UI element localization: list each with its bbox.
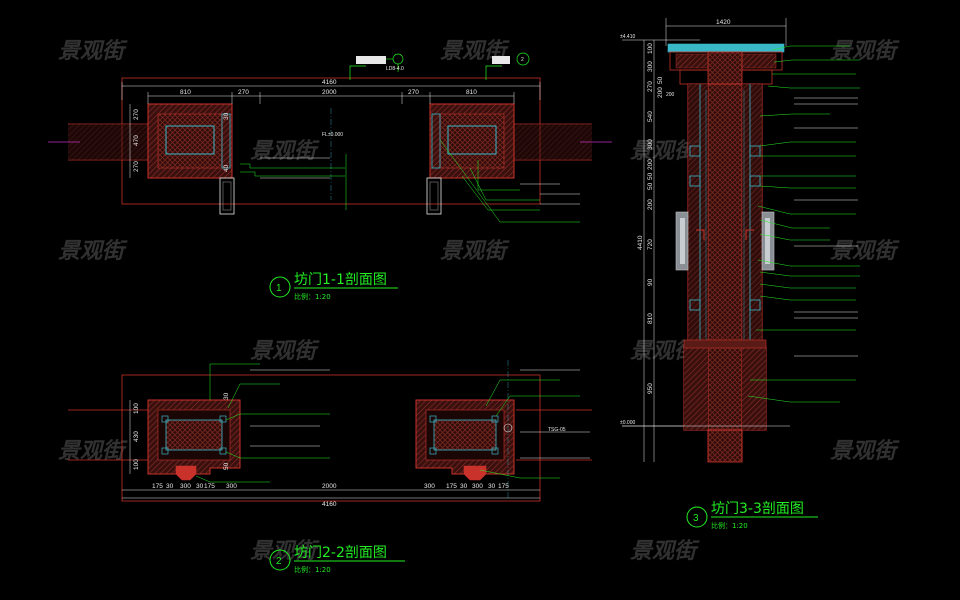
dim-top-5: 810 <box>466 89 477 96</box>
section-2-title-text: 坊门2-2剖面图 <box>294 545 387 561</box>
watermark-text: 景观街 <box>630 539 700 564</box>
dim-bottom-7: 2000 <box>322 483 337 490</box>
dim-top-3: 2000 <box>322 89 337 96</box>
dim-bottom-12: 30 <box>488 483 496 490</box>
dim-bottom-8: 300 <box>424 483 435 490</box>
dim-bottom-11: 300 <box>472 483 483 490</box>
watermark-text: 景观街 <box>250 139 320 164</box>
dim-v-1: 100 <box>647 43 654 54</box>
watermarks: 景观街 景观街 景观街 景观街 景观街 景观街 景观街 景观街 景观街 景观街 … <box>58 39 900 564</box>
dim-bottom-1: 175 <box>152 483 163 490</box>
ref-number: 2 <box>521 57 524 63</box>
section-1-drawing <box>48 52 612 223</box>
dim-bottom-3: 300 <box>180 483 191 490</box>
dim-small-1: 30 <box>223 112 230 120</box>
dim-v-15: 950 <box>647 383 654 394</box>
dim-bottom-2: 30 <box>166 483 174 490</box>
dim-v-5: 200 <box>657 87 664 98</box>
section-1-number: 1 <box>276 283 282 294</box>
dim-bottom-9: 175 <box>446 483 457 490</box>
section-2-drawing <box>68 360 592 502</box>
top-level: ±4.410 <box>620 34 635 40</box>
section-3-number: 3 <box>693 513 699 524</box>
dim-bottom-6: 300 <box>226 483 237 490</box>
watermark-text: 景观街 <box>58 239 128 264</box>
watermark-text: 景观街 <box>58 39 128 64</box>
bottom-level: ±0.000 <box>620 420 635 426</box>
dim-v-9: 50 <box>647 172 654 180</box>
dim-top-1: 810 <box>180 89 191 96</box>
dim-top-4: 270 <box>408 89 419 96</box>
dim-left2-1: 100 <box>133 403 140 414</box>
dim-overall-2: 4160 <box>322 501 337 508</box>
section-2-scale: 比例：1:20 <box>294 565 331 574</box>
dim-left2-3: 100 <box>133 459 140 470</box>
dim-overall: 4160 <box>322 79 337 86</box>
dim-small-2: 40 <box>223 164 230 172</box>
dim-v-2: 300 <box>647 61 654 72</box>
section-3-title: 3 坊门3-3剖面图 比例：1:20 <box>686 501 818 530</box>
section-2-title: 2 坊门2-2剖面图 比例：1:20 <box>269 545 405 574</box>
dim-small2-1: 30 <box>223 392 230 400</box>
dim-v-7: 300 <box>647 139 654 150</box>
dim-sub: 200 <box>666 92 675 98</box>
dim-v-11: 200 <box>647 199 654 210</box>
dim-overall-height: 4410 <box>637 235 644 250</box>
section-2-tag: TSG-05 <box>548 427 566 433</box>
section-3-left-dims: 100 300 270 50 200 540 300 200 50 50 200… <box>647 43 664 394</box>
dim-bottom-5: 175 <box>204 483 215 490</box>
watermark-text: 景观街 <box>830 239 900 264</box>
section-1-scale: 比例：1:20 <box>294 292 331 301</box>
dim-bottom-10: 30 <box>460 483 468 490</box>
level-label: FL±0.000 <box>322 132 343 138</box>
dim-v-8: 200 <box>647 159 654 170</box>
watermark-text: 景观街 <box>250 339 320 364</box>
dim-top-2: 270 <box>238 89 249 96</box>
dim-top-width: 1420 <box>716 19 731 26</box>
dim-v-10: 50 <box>647 182 654 190</box>
dim-small2-2: 50 <box>223 462 230 470</box>
dim-left-2: 470 <box>133 135 140 146</box>
watermark-text: 景观街 <box>830 439 900 464</box>
dim-left-3: 270 <box>133 161 140 172</box>
dim-v-13: 90 <box>647 278 654 286</box>
section-3-drawing <box>622 18 860 463</box>
dim-v-4: 50 <box>657 76 664 84</box>
dim-v-14: 810 <box>647 313 654 324</box>
dim-v-6: 540 <box>647 111 654 122</box>
ref-tag: LD8-4.0 <box>386 66 404 72</box>
dim-left-1: 270 <box>133 109 140 120</box>
section-1-title: 1 坊门1-1剖面图 比例：1:20 <box>269 272 398 301</box>
section-3-title-text: 坊门3-3剖面图 <box>711 501 804 517</box>
watermark-text: 景观街 <box>440 239 510 264</box>
section-1-title-text: 坊门1-1剖面图 <box>294 272 387 288</box>
dim-v-12: 720 <box>647 239 654 250</box>
dim-left2-2: 430 <box>133 431 140 442</box>
dim-bottom-13: 175 <box>498 483 509 490</box>
dim-bottom-4: 30 <box>196 483 204 490</box>
dim-v-3: 270 <box>647 81 654 92</box>
section-2-number: 2 <box>276 556 282 567</box>
section-3-scale: 比例：1:20 <box>711 521 748 530</box>
